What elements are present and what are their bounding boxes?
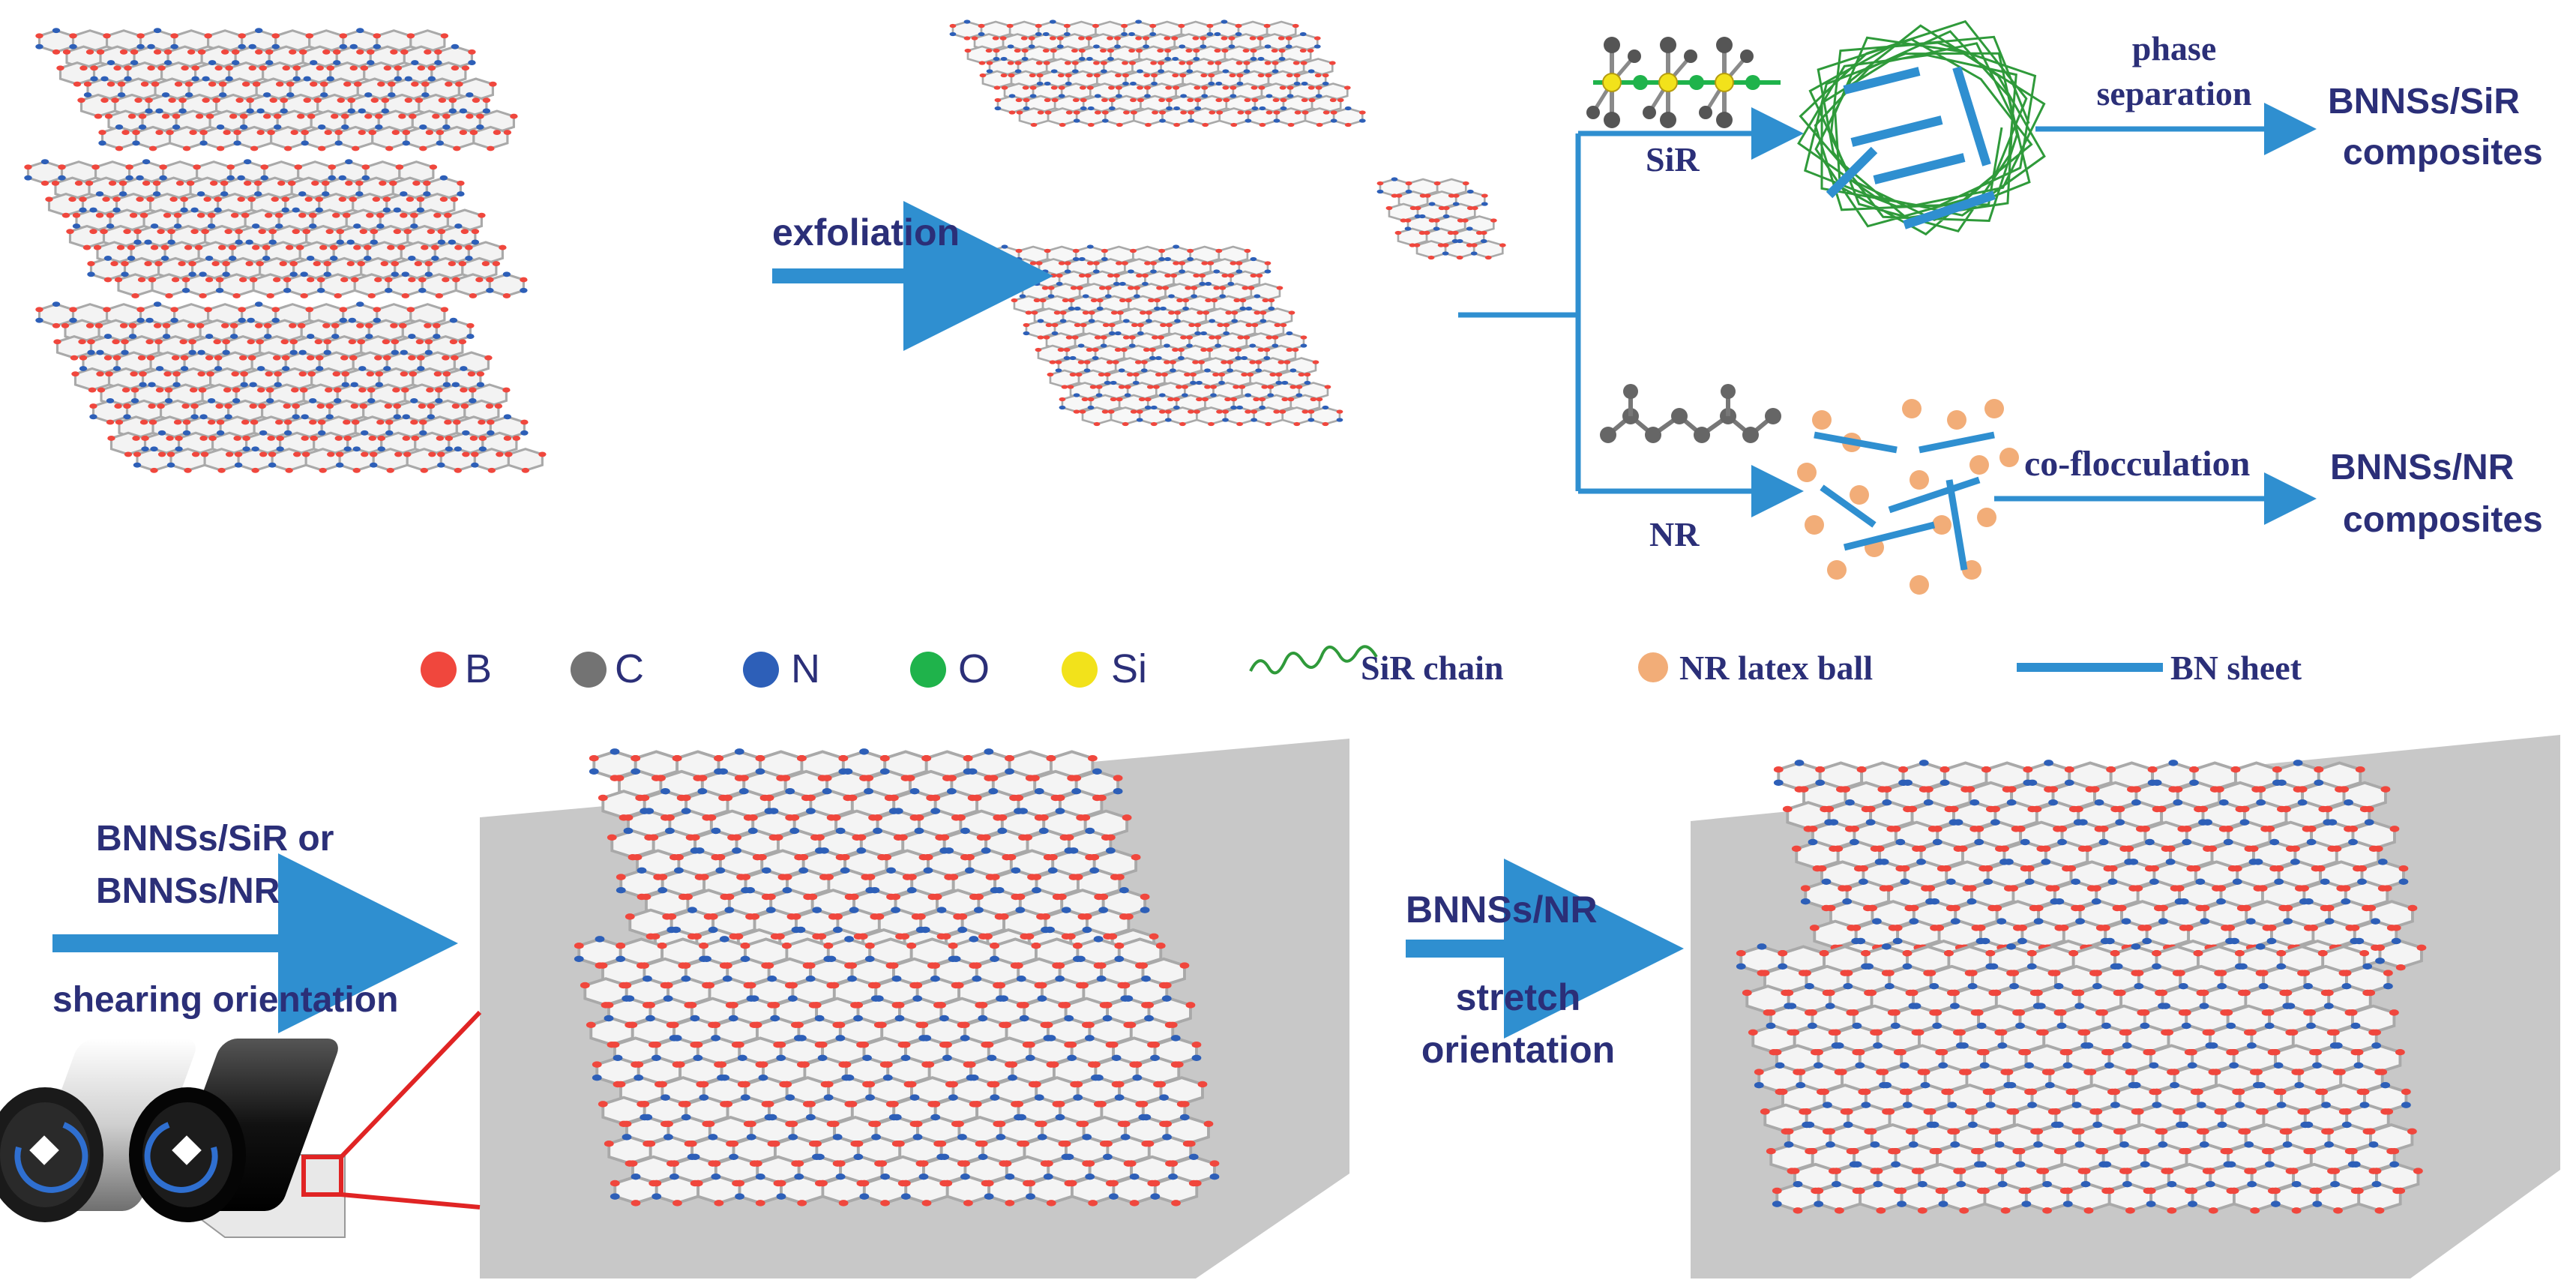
- zoom-line-top: [339, 1010, 482, 1159]
- legend-si: Si: [1111, 646, 1148, 691]
- shearing-orientation-label: shearing orientation: [52, 980, 399, 1020]
- legend-bn-sheet: BN sheet: [2170, 649, 2302, 687]
- nr-composite-cluster: [1797, 399, 2019, 595]
- bulk-hbn-stack: [24, 28, 547, 473]
- legend-sir-chain-icon: [1249, 645, 1378, 675]
- separation-label: separation: [2096, 74, 2252, 112]
- legend-n: N: [791, 646, 820, 691]
- stretch-oriented-sheets: [1736, 760, 2427, 1214]
- nr-molecule-icon: [1600, 384, 1781, 443]
- zoom-line-bottom: [340, 1192, 481, 1210]
- legend-sir-chain: SiR chain: [1361, 649, 1504, 687]
- sir-label: SiR: [1646, 140, 1700, 178]
- co-flocculation-label: co-flocculation: [2024, 444, 2251, 484]
- exfoliation-label: exfoliation: [772, 211, 960, 253]
- phase-label: phase: [2131, 29, 2217, 67]
- sir-composites-label: composites: [2343, 133, 2543, 172]
- shear-oriented-sheets: [574, 748, 1220, 1207]
- legend-b: B: [465, 646, 493, 691]
- shear-input-label: BNNSs/SiR or: [96, 819, 334, 859]
- legend-nr-latex: NR latex ball: [1679, 649, 1874, 687]
- legend-o: O: [958, 646, 990, 691]
- legend-atoms: [421, 652, 1098, 688]
- sir-molecule-icon: [1586, 37, 1781, 128]
- legend-latex-icon: [1638, 652, 1668, 682]
- orientation-label: orientation: [1421, 1029, 1616, 1071]
- stretch-input-label: BNNSs/NR: [1406, 889, 1598, 931]
- legend-c: C: [615, 646, 644, 691]
- exfoliated-sheets: [949, 19, 1506, 427]
- rotation-arrow-icon: [144, 1122, 218, 1193]
- stretch-label: stretch: [1455, 976, 1581, 1018]
- shear-input-label-2: BNNSs/NR: [96, 871, 280, 911]
- roller-mill-icon: [0, 1039, 346, 1238]
- nr-composites-label: composites: [2343, 500, 2543, 540]
- zoom-box: [301, 1155, 343, 1197]
- nr-product-label: BNNSs/NR: [2330, 448, 2515, 487]
- branch-connector: [1458, 133, 1581, 491]
- sir-product-label: BNNSs/SiR: [2328, 82, 2521, 121]
- rotation-arrow-icon: [14, 1122, 88, 1193]
- sir-composite-blob: [1797, 19, 2046, 236]
- nr-label: NR: [1649, 515, 1700, 553]
